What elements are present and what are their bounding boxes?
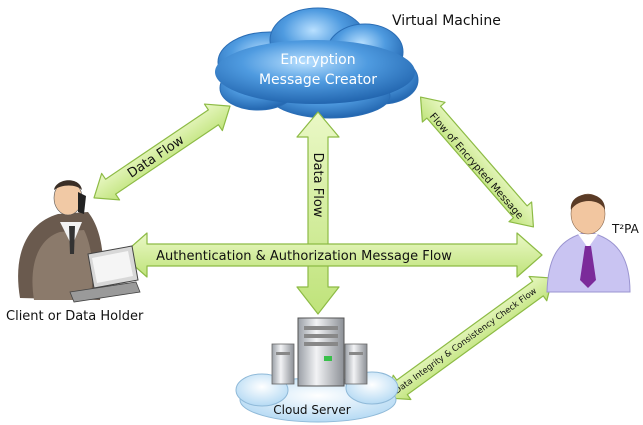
encrypted-flow-arrow <box>419 96 535 228</box>
auth-flow-label: Authentication & Authorization Message F… <box>156 249 452 264</box>
data-flow-label-left: Data Flow <box>125 133 187 182</box>
client-figure-icon <box>18 180 141 303</box>
data-flow-arrow-left <box>93 103 231 201</box>
encryption-cloud: Encryption Message Creator <box>215 7 419 119</box>
cloud-server-icon <box>235 317 399 423</box>
data-flow-arrow-vertical <box>296 111 340 315</box>
data-flow-label-vertical: Data Flow <box>310 153 325 218</box>
cloud-server-label: Cloud Server <box>273 403 351 417</box>
cloud-title-line2: Message Creator <box>259 72 377 88</box>
cloud-title-line1: Encryption <box>280 52 355 68</box>
auth-flow-arrow <box>121 232 543 278</box>
auditor-figure-icon <box>546 193 631 293</box>
auditor-label: T²PA <box>611 222 640 236</box>
integrity-flow-label: Data Integrity & Consistency Check Flow <box>393 286 539 396</box>
encrypted-flow-label: Flow of Encrypted Message <box>427 111 525 221</box>
client-label: Client or Data Holder <box>6 309 144 324</box>
virtual-machine-label: Virtual Machine <box>392 13 501 29</box>
